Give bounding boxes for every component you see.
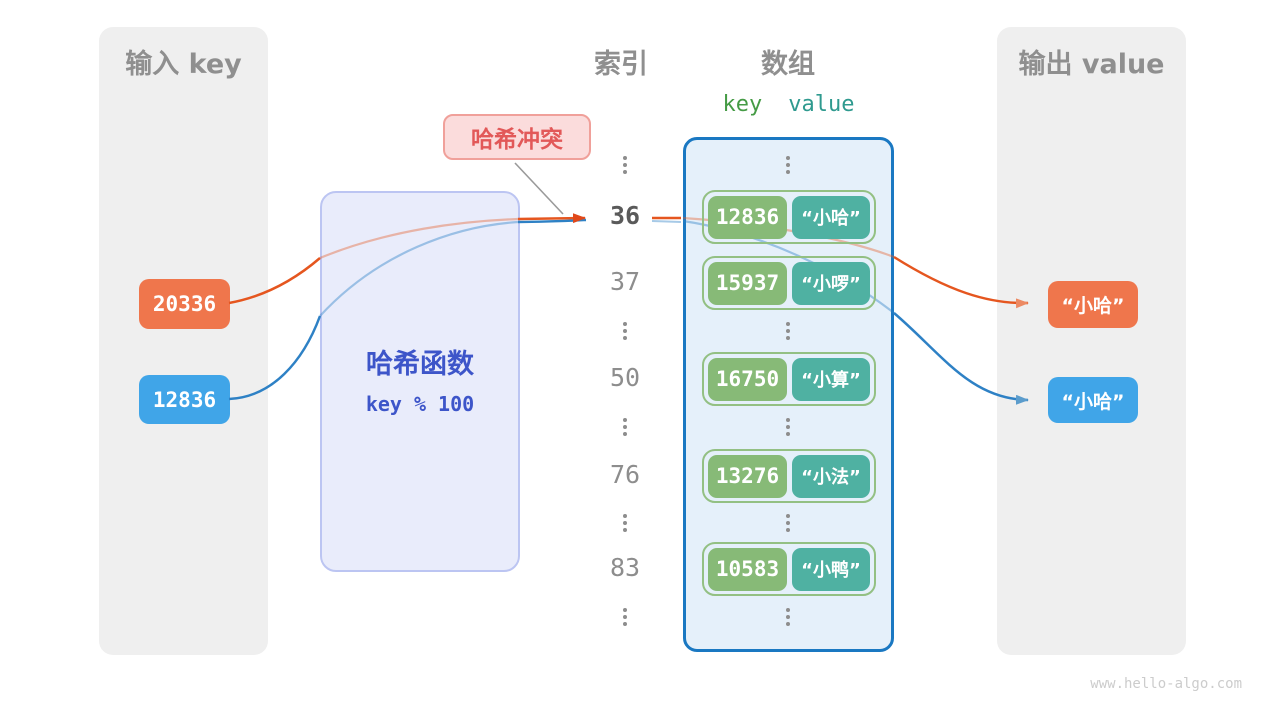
index-ellipsis <box>622 418 628 436</box>
hash-function-formula: key % 100 <box>365 392 475 416</box>
output-value-orange: “小哈” <box>1048 281 1138 328</box>
index-ellipsis <box>622 156 628 174</box>
index-value-36: 36 <box>609 201 641 230</box>
index-ellipsis <box>622 514 628 532</box>
array-row-76: 13276 “小法” <box>702 449 876 503</box>
blue-arrow-to-index <box>517 218 587 224</box>
array-row-36: 12836 “小哈” <box>702 190 876 244</box>
orange-arrow-to-index <box>517 213 586 224</box>
array-key-cell: 10583 <box>708 547 787 591</box>
array-key-cell: 15937 <box>708 261 787 305</box>
input-panel-title: 输入 key <box>125 49 242 80</box>
blue-line-index-to-array <box>651 220 682 223</box>
input-key-20336: 20336 <box>139 279 230 329</box>
index-ellipsis <box>622 608 628 626</box>
watermark: www.hello-algo.com <box>1090 676 1242 692</box>
hash-function-box <box>320 191 520 572</box>
array-kv-header: key value <box>683 92 894 117</box>
array-ellipsis <box>785 322 791 340</box>
index-value-50: 50 <box>609 363 641 392</box>
output-value-blue: “小哈” <box>1048 377 1138 423</box>
index-column-header: 索引 <box>594 49 648 80</box>
array-key-cell: 13276 <box>708 454 787 498</box>
hash-function-title: 哈希函数 <box>366 349 474 380</box>
value-header: value <box>788 92 855 117</box>
hash-collision-label: 哈希冲突 <box>443 114 591 160</box>
array-ellipsis <box>785 514 791 532</box>
array-ellipsis <box>785 156 791 174</box>
array-row-37: 15937 “小啰” <box>702 256 876 310</box>
array-ellipsis <box>785 608 791 626</box>
array-row-83: 10583 “小鸭” <box>702 542 876 596</box>
array-row-50: 16750 “小算” <box>702 352 876 406</box>
array-ellipsis <box>785 418 791 436</box>
array-value-cell: “小算” <box>792 357 870 401</box>
key-header: key <box>722 92 763 117</box>
index-value-37: 37 <box>609 267 641 296</box>
index-value-76: 76 <box>609 460 641 489</box>
collision-pointer-line <box>514 162 564 215</box>
array-value-cell: “小鸭” <box>792 547 870 591</box>
array-value-cell: “小哈” <box>792 195 870 239</box>
output-panel-title: 输出 value <box>1018 49 1165 80</box>
index-value-83: 83 <box>609 553 641 582</box>
output-panel <box>997 27 1186 655</box>
array-value-cell: “小啰” <box>792 261 870 305</box>
index-ellipsis <box>622 322 628 340</box>
array-value-cell: “小法” <box>792 454 870 498</box>
array-column-header: 数组 <box>761 49 815 80</box>
array-key-cell: 16750 <box>708 357 787 401</box>
input-key-12836: 12836 <box>139 375 230 424</box>
input-panel <box>99 27 268 655</box>
array-key-cell: 12836 <box>708 195 787 239</box>
